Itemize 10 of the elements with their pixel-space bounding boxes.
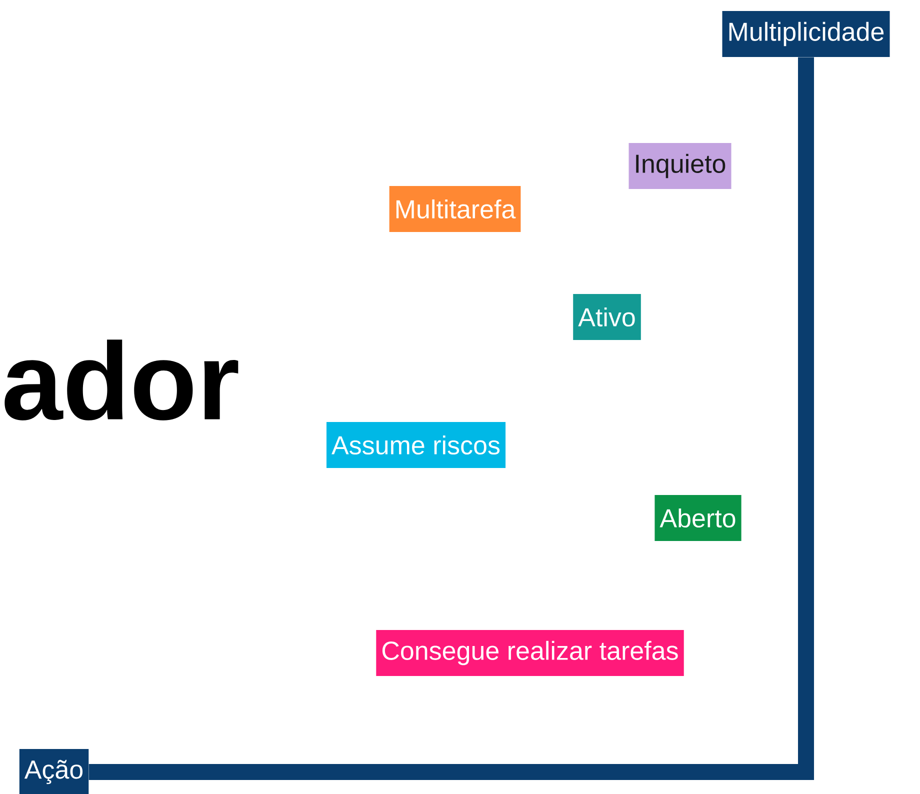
title-text: ador bbox=[4, 340, 238, 420]
tag-box: Ativo bbox=[573, 294, 641, 340]
tag-box: Multiplicidade bbox=[722, 11, 890, 57]
tag-box: Consegue realizar tarefas bbox=[376, 630, 684, 676]
tag-box: Inquieto bbox=[628, 143, 732, 189]
tag-box: Aberto bbox=[654, 495, 742, 541]
tag-box: Multitarefa bbox=[389, 186, 521, 232]
axis-line bbox=[88, 57, 814, 780]
tag-box: Assume riscos bbox=[326, 422, 506, 468]
tag-box: Ação bbox=[19, 749, 89, 794]
